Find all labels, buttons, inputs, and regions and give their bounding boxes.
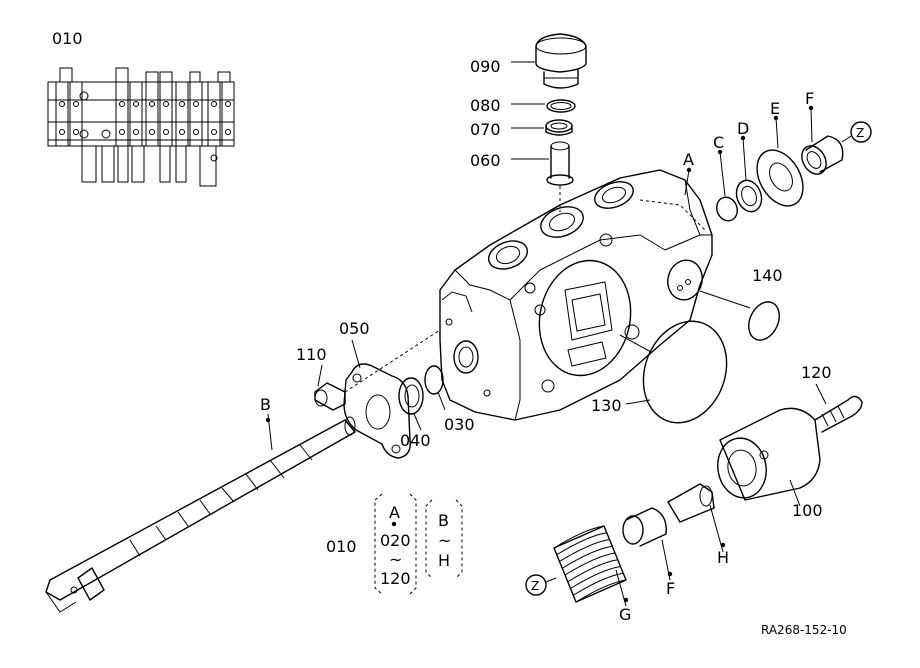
- legend: 010 A 020 ~ 120 B ~ H: [326, 503, 451, 588]
- label-G: G: [619, 605, 631, 624]
- legend-group1-top: A: [389, 503, 400, 522]
- part-labels: 010 090 080 070 060 A C D E F Z 140 050 …: [52, 29, 864, 624]
- o-rings: [619, 290, 780, 424]
- label-B: B: [260, 395, 271, 414]
- label-120: 120: [801, 363, 832, 382]
- legend-group1-mid: 020: [380, 531, 411, 550]
- label-080: 080: [470, 96, 501, 115]
- label-110: 110: [296, 345, 327, 364]
- leader-dots: [265, 105, 814, 603]
- label-E: E: [770, 99, 780, 118]
- label-130: 130: [591, 396, 622, 415]
- legend-group1-tilde: ~: [389, 550, 402, 569]
- legend-group2-bottom: H: [438, 551, 450, 570]
- label-140: 140: [752, 266, 783, 285]
- label-assembly: 010: [52, 29, 83, 48]
- label-040: 040: [400, 431, 431, 450]
- spring-cap-parts: [525, 395, 863, 603]
- label-060: 060: [470, 151, 501, 170]
- spool-shaft: [45, 416, 356, 613]
- label-070: 070: [470, 120, 501, 139]
- label-F: F: [805, 89, 814, 108]
- label-090: 090: [470, 57, 501, 76]
- label-D: D: [737, 119, 749, 138]
- valve-stack-thumbnail: [47, 67, 235, 187]
- label-Z: Z: [856, 126, 864, 140]
- legend-group2-top: B: [438, 511, 449, 530]
- legend-group2-tilde: ~: [438, 531, 451, 550]
- relief-valve-parts: [535, 33, 587, 212]
- label-050: 050: [339, 319, 370, 338]
- legend-assembly: 010: [326, 537, 357, 556]
- label-030: 030: [444, 415, 475, 434]
- drawing-code: RA268-152-10: [761, 623, 847, 637]
- label-100: 100: [792, 501, 823, 520]
- cover-plate-parts: [314, 329, 444, 459]
- legend-group1-bottom: 120: [380, 569, 411, 588]
- label-A: A: [683, 150, 694, 169]
- label-C: C: [713, 133, 724, 152]
- leader-lines: [267, 61, 827, 607]
- label-Z2: Z: [531, 579, 539, 593]
- valve-body: [439, 169, 713, 421]
- legend-brackets: [374, 493, 463, 595]
- side-seal-parts: [716, 121, 872, 222]
- label-F2: F: [666, 579, 675, 598]
- label-H: H: [717, 548, 729, 567]
